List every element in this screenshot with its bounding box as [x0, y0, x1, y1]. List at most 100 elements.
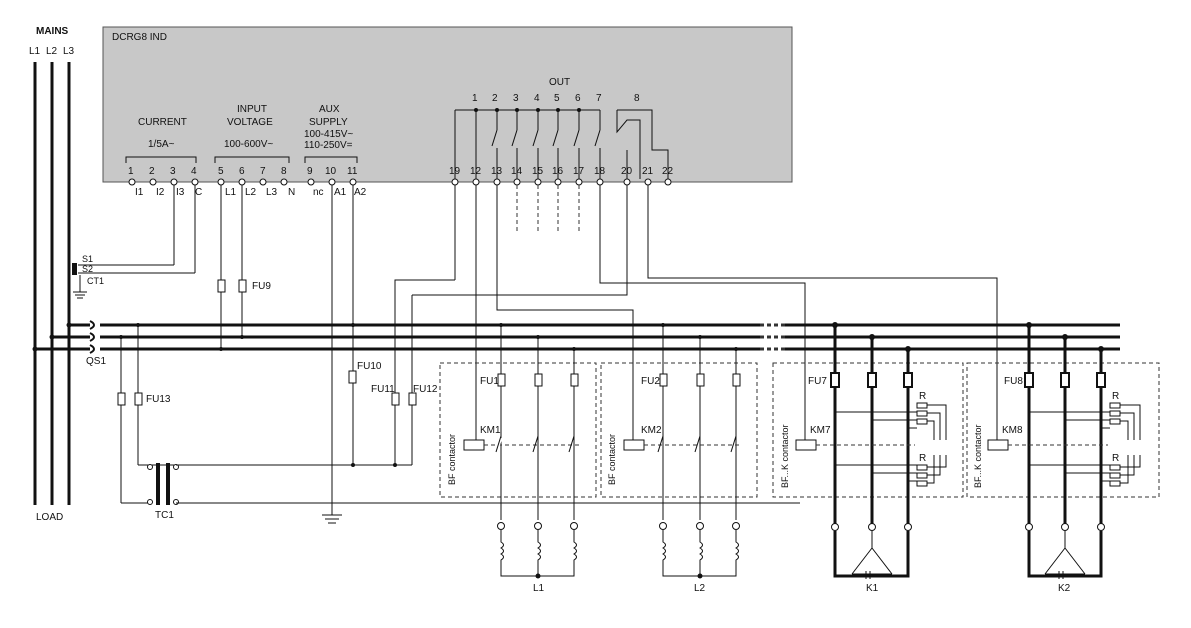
spare-outputs: [516, 185, 580, 234]
term-15: 15: [532, 166, 544, 177]
load-k2-label: K2: [1058, 583, 1071, 594]
load-l2: [659, 522, 740, 579]
bank-4-fuse: FU8: [1004, 376, 1023, 387]
out-relay-7: 7: [596, 93, 602, 104]
fu10-label: FU10: [357, 361, 382, 372]
term-19: 19: [449, 166, 461, 177]
current-num-2: 2: [149, 166, 155, 177]
control-transformer: [117, 323, 800, 505]
bank-2: [600, 323, 758, 520]
load-label: LOAD: [36, 512, 63, 523]
out-relay-3: 3: [513, 93, 519, 104]
fu9-label: FU9: [252, 281, 271, 292]
aux-bracket: [304, 156, 358, 163]
aux-num-9: 9: [307, 166, 313, 177]
term-21: 21: [642, 166, 654, 177]
aux-rating-1: 100-415V~: [304, 129, 353, 140]
aux-lbl-a2: A2: [354, 187, 367, 198]
bank-1-fuse: FU1: [480, 376, 499, 387]
current-rating: 1/5A~: [148, 139, 175, 150]
input-num-5: 5: [218, 166, 224, 177]
load-k2: [1025, 523, 1105, 579]
bank-4: [966, 322, 1160, 525]
input-title-2: VOLTAGE: [227, 117, 273, 128]
aux-num-11: 11: [347, 166, 358, 177]
out-relay-4: 4: [534, 93, 540, 104]
bank-3-fuse: FU7: [808, 376, 827, 387]
aux-rating-2: 110-250V=: [304, 140, 353, 151]
out-relay-contacts: [454, 108, 669, 179]
current-bracket: [125, 156, 197, 163]
input-bracket: [214, 156, 290, 163]
load-l1-label: L1: [533, 583, 545, 594]
input-lbl-l2: L2: [245, 187, 257, 198]
ct-s2: S2: [82, 264, 93, 274]
fu13-label: FU13: [146, 394, 171, 405]
mains-phase-l2: L2: [46, 46, 58, 57]
term-18: 18: [594, 166, 606, 177]
aux-lbl-nc: nc: [313, 187, 324, 198]
bank-1-side: BF contactor: [447, 434, 457, 485]
out-relay-1: 1: [472, 93, 478, 104]
bank-2-side: BF contactor: [607, 434, 617, 485]
out-relay-6: 6: [575, 93, 581, 104]
device-name: DCRG8 IND: [112, 32, 167, 43]
out-title: OUT: [549, 77, 570, 88]
load-l1: [497, 522, 578, 579]
current-num-3: 3: [170, 166, 176, 177]
input-title-1: INPUT: [237, 104, 267, 115]
out-relay-5: 5: [554, 93, 560, 104]
bank-3: [772, 322, 964, 525]
ct-name: CT1: [87, 276, 104, 286]
current-lbl-i2: I2: [156, 187, 165, 198]
mains-title: MAINS: [36, 26, 69, 37]
input-num-8: 8: [281, 166, 287, 177]
bank-4-km: KM8: [1002, 425, 1023, 436]
term-20: 20: [621, 166, 633, 177]
out-relay-8: 8: [634, 93, 640, 104]
term-17: 17: [573, 166, 585, 177]
aux-num-10: 10: [325, 166, 337, 177]
current-lbl-i1: I1: [135, 187, 144, 198]
bank-1-km: KM1: [480, 425, 501, 436]
current-lbl-c: C: [195, 187, 202, 198]
current-title: CURRENT: [138, 117, 187, 128]
bank-4-r-top: R: [1112, 391, 1119, 402]
bank-4-r-bot: R: [1112, 453, 1119, 464]
bank-3-r-bot: R: [919, 453, 926, 464]
fu12-label: FU12: [413, 384, 438, 395]
input-lbl-l3: L3: [266, 187, 278, 198]
voltage-sense-wiring: [217, 185, 247, 351]
tc1-label: TC1: [155, 510, 174, 521]
qs-label: QS1: [86, 356, 106, 367]
aux-supply-wiring: [150, 185, 628, 524]
bank-3-side: BF...K contactor: [780, 424, 790, 488]
term-16: 16: [552, 166, 564, 177]
bank-3-km: KM7: [810, 425, 831, 436]
load-l2-label: L2: [694, 583, 706, 594]
mains-bus: [33, 62, 71, 505]
current-lbl-i3: I3: [176, 187, 185, 198]
input-rating: 100-600V~: [224, 139, 273, 150]
term-22: 22: [662, 166, 674, 177]
aux-title-1: AUX: [319, 104, 340, 115]
term-14: 14: [511, 166, 523, 177]
input-lbl-l1: L1: [225, 187, 237, 198]
out-relay-2: 2: [492, 93, 498, 104]
term-13: 13: [491, 166, 503, 177]
device-panel: [102, 26, 793, 183]
bank-2-fuse: FU2: [641, 376, 660, 387]
aux-lbl-a1: A1: [334, 187, 347, 198]
current-num-4: 4: [191, 166, 197, 177]
main-busbars: [32, 320, 1120, 354]
load-k1: [831, 523, 912, 579]
bank-1: [439, 323, 597, 520]
mains-phase-l3: L3: [63, 46, 75, 57]
load-k1-label: K1: [866, 583, 879, 594]
input-lbl-n: N: [288, 187, 295, 198]
input-num-7: 7: [260, 166, 266, 177]
current-num-1: 1: [128, 166, 134, 177]
bank-2-km: KM2: [641, 425, 662, 436]
input-num-6: 6: [239, 166, 245, 177]
